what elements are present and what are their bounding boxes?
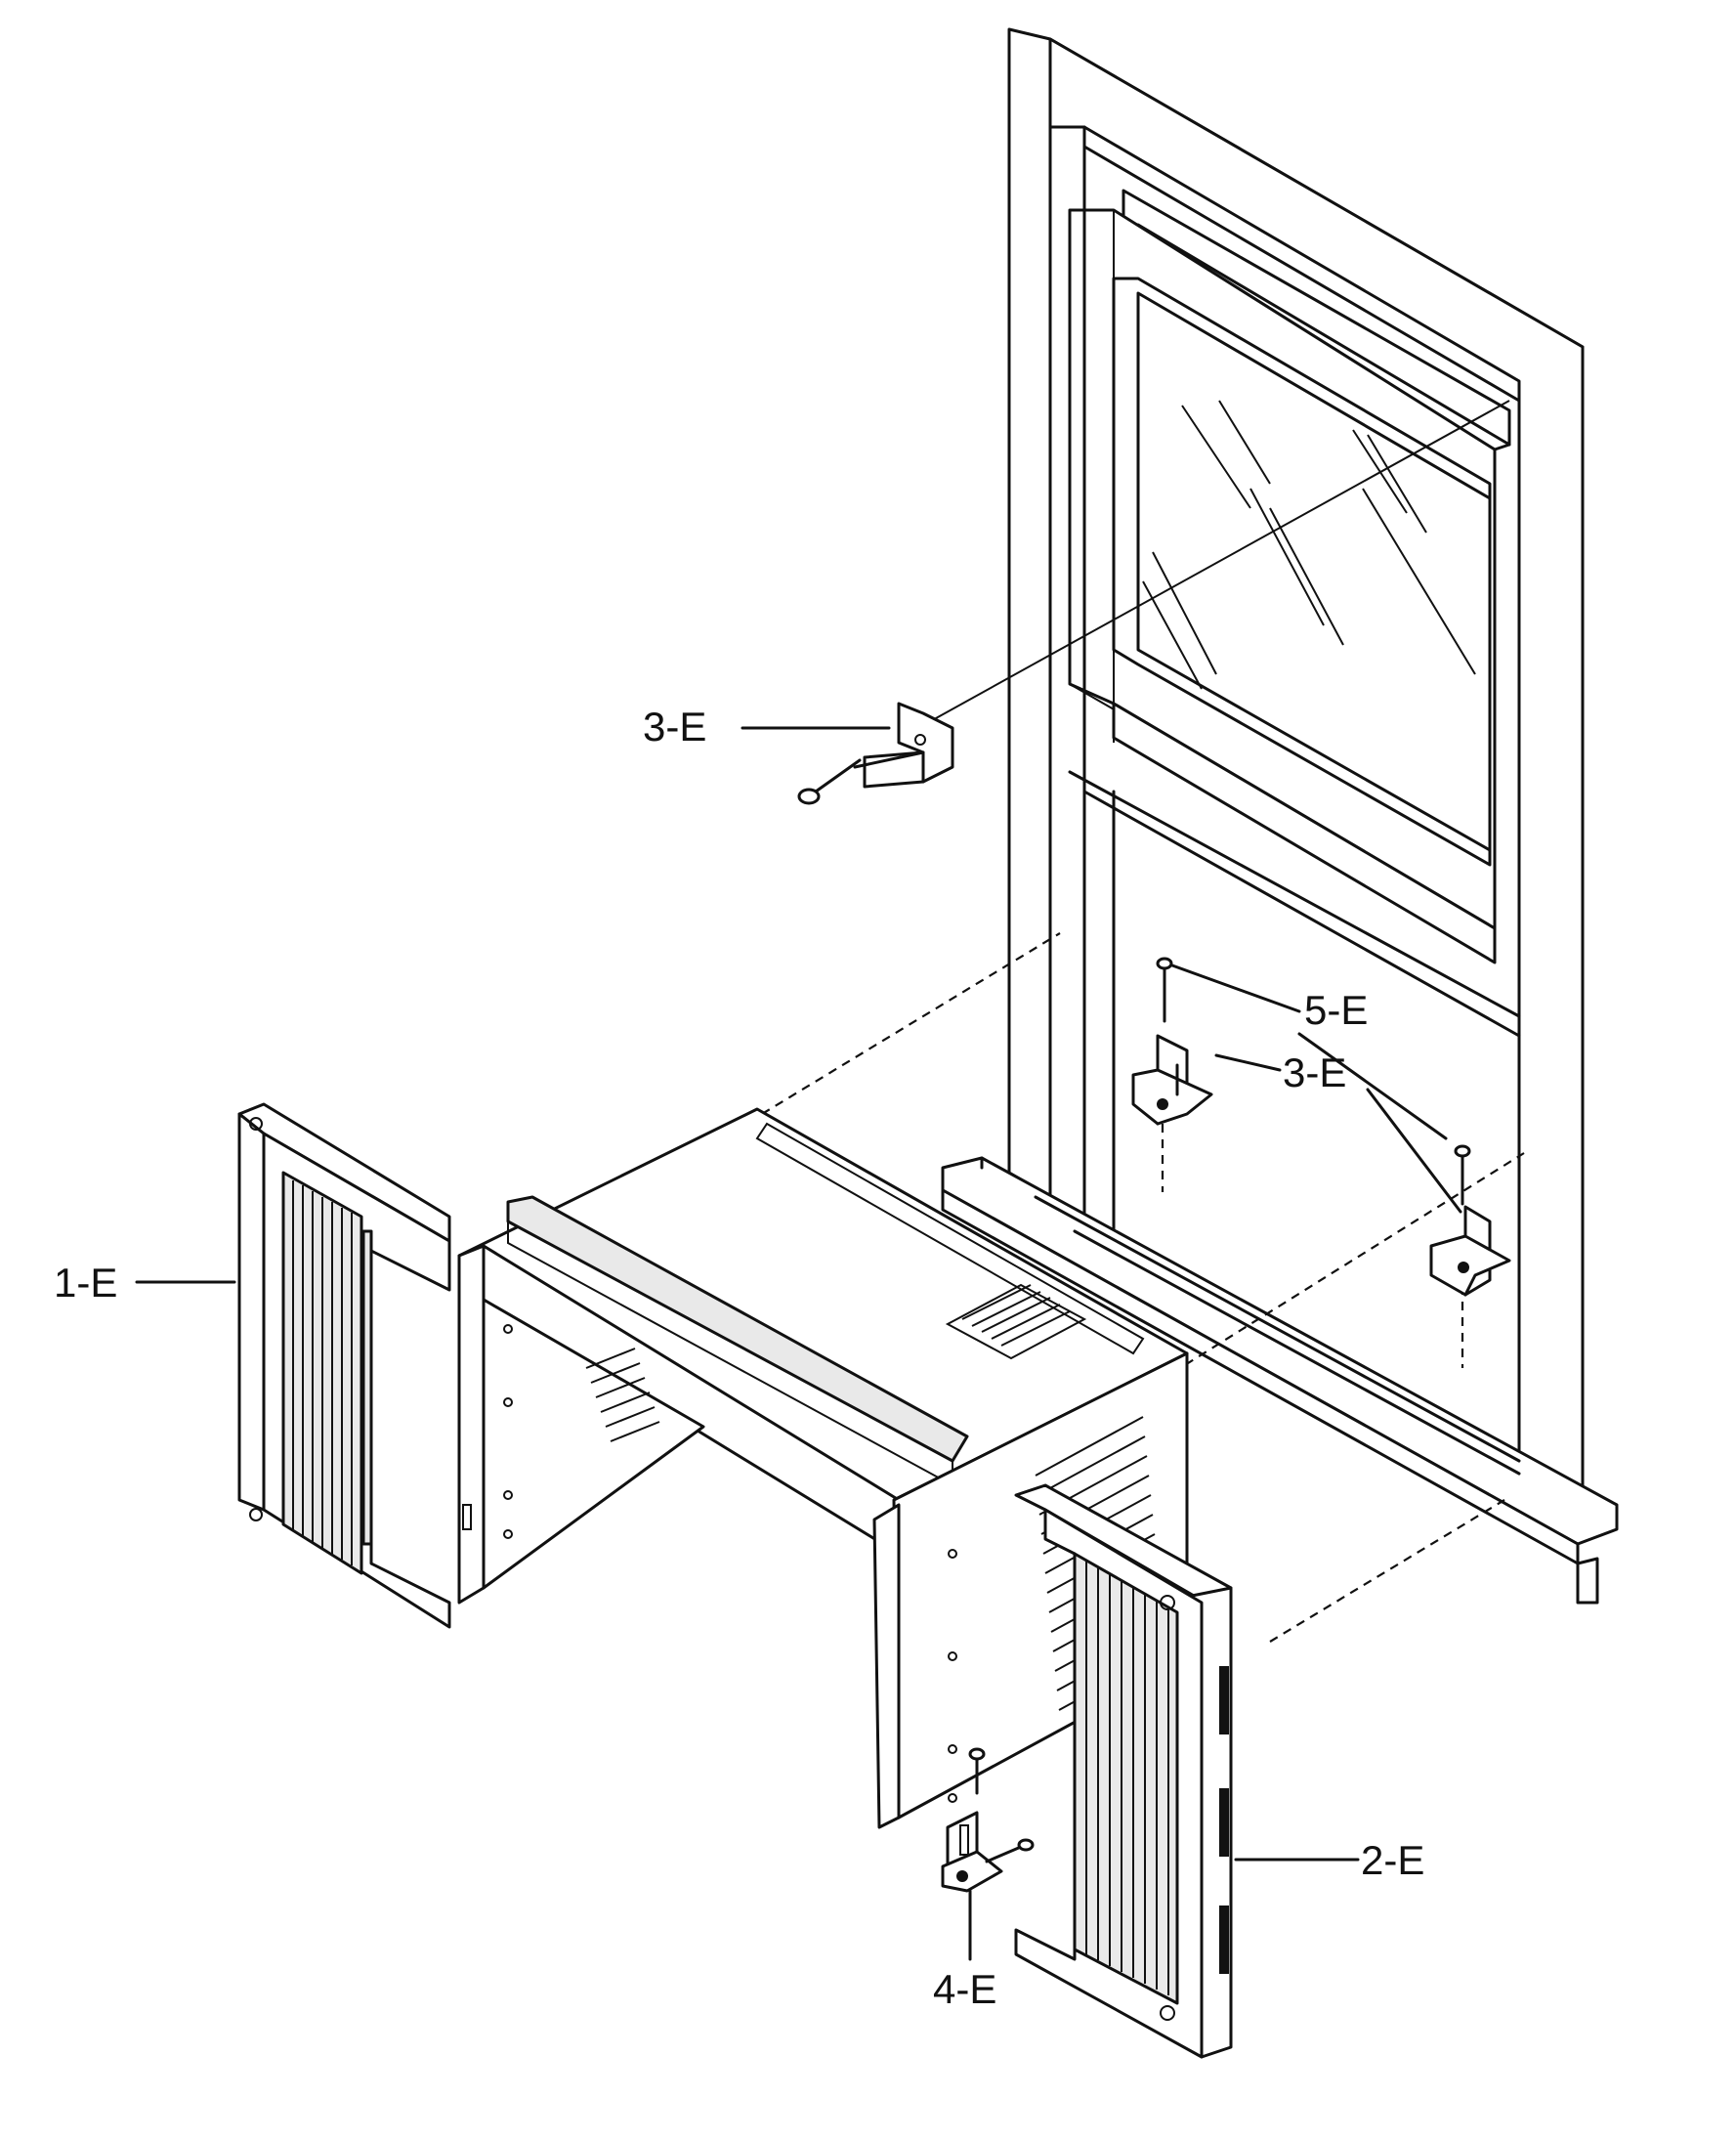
left-side-curtain — [237, 1102, 451, 1629]
callout-4e: 4-E — [933, 1966, 996, 2012]
right-curtain-pleats — [1085, 1561, 1169, 1995]
left-vents — [585, 1348, 660, 1442]
callout-leaders — [135, 726, 1462, 1961]
bracket-3e-top — [797, 702, 954, 805]
right-side-curtain — [1014, 1483, 1233, 2059]
top-vent — [945, 1283, 1087, 1360]
callout-3e-mid: 3-E — [1283, 1049, 1346, 1095]
cabinet-left-side — [457, 1244, 486, 1605]
glass-reflections — [1142, 400, 1476, 690]
cabinet-front-flange — [872, 1503, 901, 1829]
callout-1e: 1-E — [54, 1260, 117, 1306]
alignment-lines — [761, 400, 1525, 1643]
bracket-4e — [941, 1747, 1035, 1893]
bracket-3e-mid — [1131, 957, 1213, 1126]
ac-cabinet — [457, 1107, 1189, 1829]
left-curtain-pleats — [292, 1180, 353, 1565]
callout-3e-top: 3-E — [643, 704, 706, 749]
callout-5e: 5-E — [1304, 987, 1368, 1033]
callout-2e: 2-E — [1361, 1837, 1424, 1883]
bracket-3e-right — [1429, 1144, 1511, 1297]
window-assembly — [941, 27, 1619, 1605]
